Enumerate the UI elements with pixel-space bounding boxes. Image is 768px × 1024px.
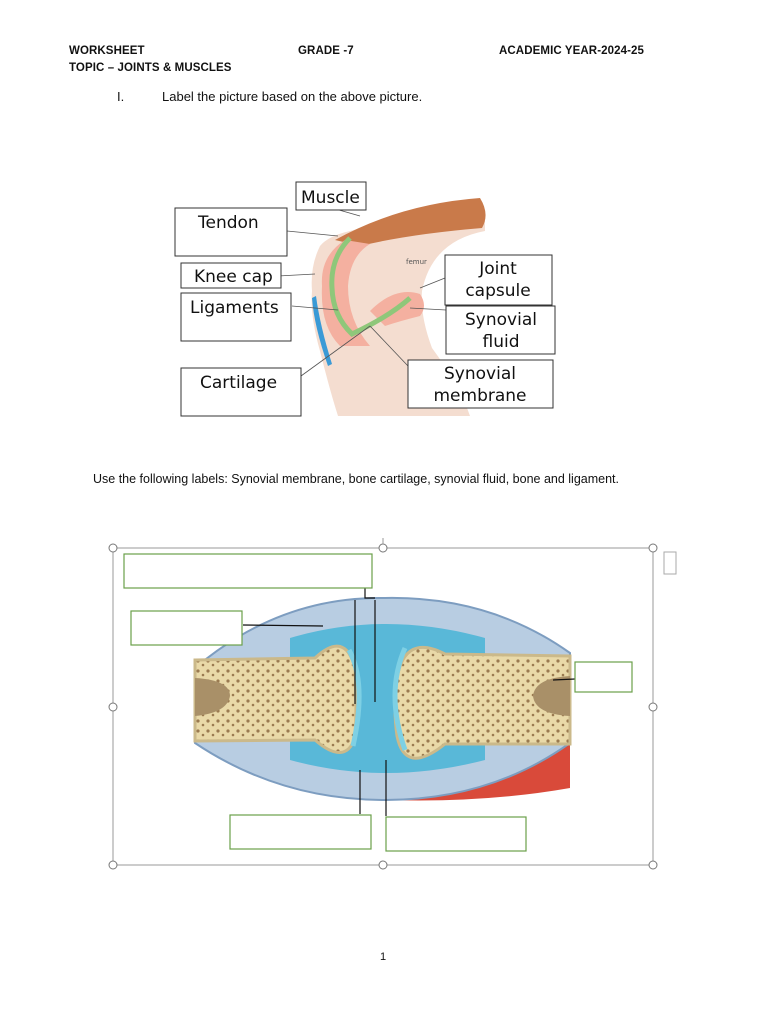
header-grade: GRADE -7 <box>298 45 354 57</box>
label-box-knee-cap <box>180 262 282 289</box>
knee-muscle-shape <box>335 198 486 246</box>
label-tendon: Tendon <box>197 213 259 233</box>
answer-box-2[interactable] <box>130 610 243 646</box>
answer-box-4[interactable] <box>229 814 372 850</box>
header-worksheet: WORKSHEET <box>69 45 145 57</box>
knee-capsule-line <box>329 236 412 337</box>
label-box-synovial-fluid <box>445 305 556 355</box>
resize-handle-top[interactable] <box>378 543 388 553</box>
label-box-joint-capsule <box>444 254 553 306</box>
label-box-ligaments <box>180 292 292 342</box>
knee-joint-diagram: femur Muscle Tendon Knee cap Ligaments C… <box>174 181 556 417</box>
instruction-text: Use the following labels: Synovial membr… <box>93 472 619 486</box>
resize-handle-bl[interactable] <box>108 860 118 870</box>
left-cartilage <box>346 648 362 747</box>
label-box-muscle <box>295 181 367 211</box>
header-academic-year: ACADEMIC YEAR-2024-25 <box>499 45 645 57</box>
resize-handle-br[interactable] <box>648 860 658 870</box>
label-box-cartilage <box>180 367 302 417</box>
resize-handle-tr[interactable] <box>648 543 658 553</box>
answer-box-5[interactable] <box>385 816 527 852</box>
left-bone-marrow <box>195 678 230 716</box>
label-ligaments: Ligaments <box>190 298 279 318</box>
right-bone-marrow <box>533 676 570 716</box>
label-knee-cap: Knee cap <box>194 267 273 287</box>
label-cartilage: Cartilage <box>200 373 277 393</box>
label-capsule: capsule <box>465 281 530 301</box>
answer-box-1[interactable] <box>123 553 373 589</box>
label-synovial-membrane-1: Synovial <box>444 364 516 384</box>
resize-handle-left[interactable] <box>108 702 118 712</box>
question-number: I. <box>117 89 125 104</box>
header-topic: TOPIC – JOINTS & MUSCLES <box>69 62 232 74</box>
label-synovial-membrane-2: membrane <box>433 386 526 406</box>
right-cartilage <box>392 646 408 751</box>
synovial-joint-diagram <box>108 538 677 870</box>
page-number: 1 <box>380 951 387 963</box>
left-bone-shape <box>193 644 358 754</box>
label-synovial-fluid-1: Synovial <box>465 310 537 330</box>
question-text: Label the picture based on the above pic… <box>162 89 423 104</box>
answer-box-3[interactable] <box>574 661 633 693</box>
label-box-synovial-membrane <box>407 359 554 409</box>
resize-handle-tl[interactable] <box>108 543 118 553</box>
knee-patella-blue <box>312 296 332 366</box>
resize-handle-bottom[interactable] <box>378 860 388 870</box>
layout-options-icon[interactable] <box>663 551 677 575</box>
resize-handle-right[interactable] <box>648 702 658 712</box>
label-muscle: Muscle <box>301 188 360 208</box>
label-box-tendon <box>174 207 288 257</box>
label-joint: Joint <box>478 259 517 279</box>
femur-label: femur <box>406 258 427 266</box>
label-synovial-fluid-2: fluid <box>483 332 520 352</box>
